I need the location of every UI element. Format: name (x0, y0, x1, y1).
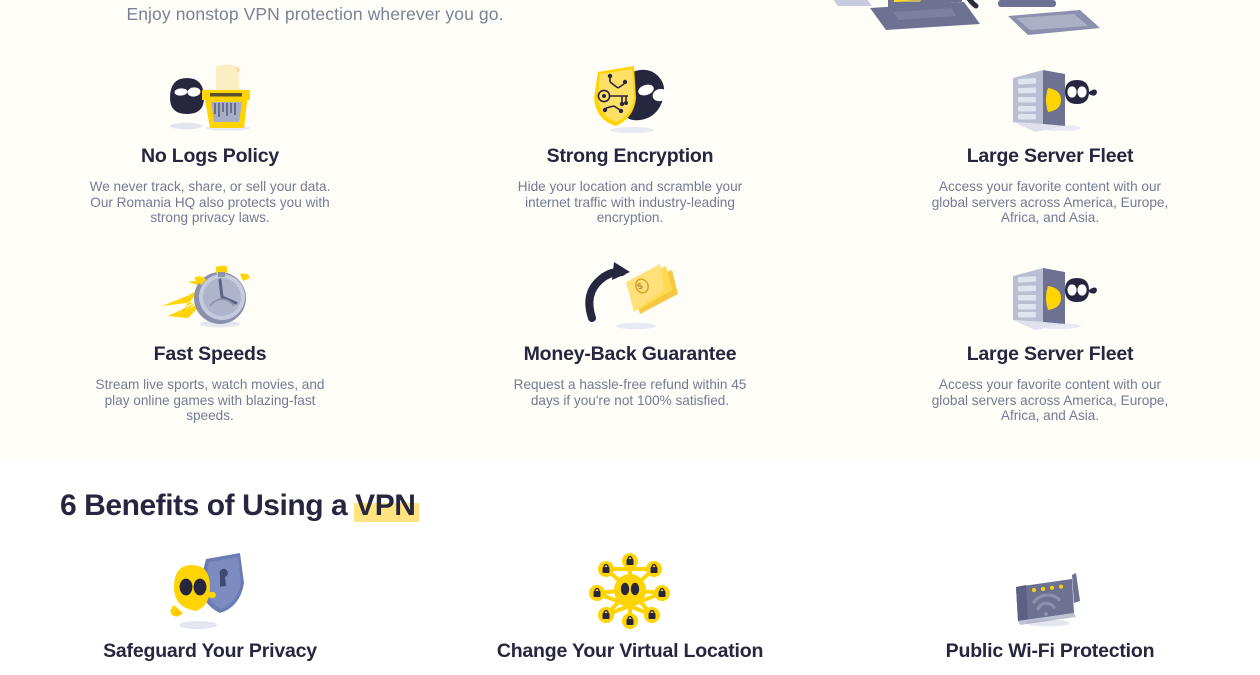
feature-title: Fast Speeds (153, 343, 267, 365)
benefit-card: Public Wi-Fi Protection (840, 547, 1260, 663)
feature-card: Large Server Fleet Access your favorite … (840, 60, 1260, 258)
benefits-heading-prefix: 6 Benefits of Using a (60, 489, 356, 522)
shield-key-encryption-icon (575, 60, 685, 138)
feature-card: No Logs Policy We never track, share, or… (0, 60, 420, 258)
feature-title: Money-Back Guarantee (523, 343, 737, 365)
feature-title: No Logs Policy (140, 145, 280, 167)
feature-title: Strong Encryption (546, 145, 714, 167)
feature-title: Large Server Fleet (966, 343, 1134, 365)
server-fleet-icon (995, 60, 1105, 138)
feature-card: Strong Encryption Hide your location and… (420, 60, 840, 258)
feature-grid: No Logs Policy We never track, share, or… (0, 60, 1260, 456)
benefit-title: Public Wi-Fi Protection (945, 640, 1155, 662)
feature-description: Hide your location and scramble your int… (517, 179, 743, 226)
feature-card: $ Money-Back Guarantee Request a hassle-… (420, 258, 840, 456)
wifi-router-icon (995, 547, 1105, 632)
feature-description: Access your favorite content with our gl… (931, 179, 1169, 226)
feature-description: Access your favorite content with our gl… (931, 377, 1169, 424)
benefit-grid: Safeguard Your Privacy (0, 547, 1260, 663)
server-fleet-icon (995, 258, 1105, 336)
benefit-title: Safeguard Your Privacy (103, 640, 317, 662)
money-back-arrow-icon: $ (575, 258, 685, 336)
hero-subtitle: Enjoy nonstop VPN protection wherever yo… (126, 4, 504, 24)
benefit-title: Change Your Virtual Location (496, 640, 764, 662)
benefits-section: 6 Benefits of Using a VPN (0, 462, 1260, 675)
devices-illustration (830, 0, 1110, 48)
benefits-heading: 6 Benefits of Using a VPN (60, 489, 419, 523)
ghost-shield-icon (155, 547, 265, 632)
feature-description: Request a hassle-free refund within 45 d… (513, 377, 747, 408)
benefit-card: Change Your Virtual Location (420, 547, 840, 663)
network-nodes-icon (575, 547, 685, 632)
features-section: Enjoy nonstop VPN protection wherever yo… (0, 0, 1260, 456)
feature-title: Large Server Fleet (966, 145, 1134, 167)
feature-card: Large Server Fleet Access your favorite … (840, 258, 1260, 456)
feature-description: Stream live sports, watch movies, and pl… (95, 377, 325, 424)
svg-text:$: $ (635, 281, 644, 292)
no-logs-shredder-icon (155, 60, 265, 138)
feature-description: We never track, share, or sell your data… (89, 179, 331, 226)
stopwatch-speed-icon (155, 258, 265, 336)
feature-card: Fast Speeds Stream live sports, watch mo… (0, 258, 420, 456)
benefits-heading-highlight: VPN (354, 489, 419, 522)
benefit-card: Safeguard Your Privacy (0, 547, 420, 663)
